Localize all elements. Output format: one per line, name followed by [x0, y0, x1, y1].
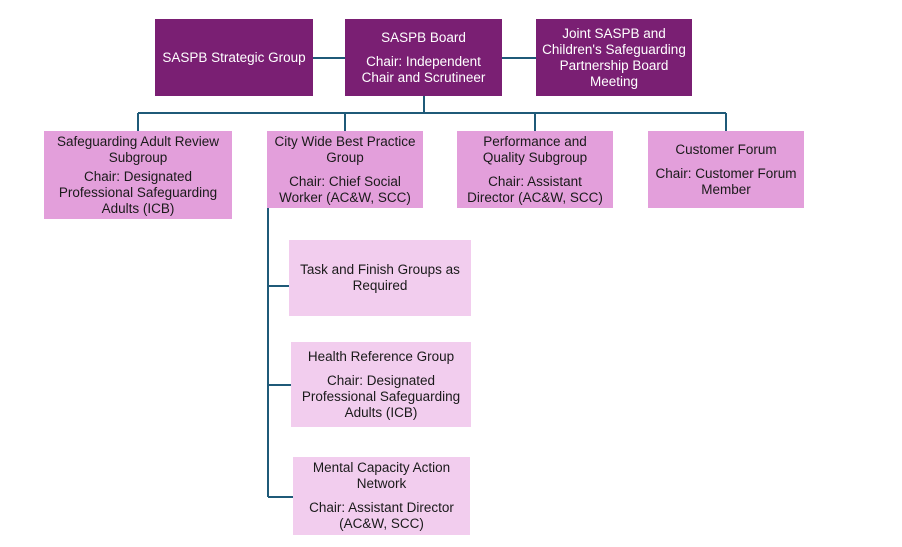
customer-forum-box: Customer Forum Chair: Customer Forum Mem…	[648, 131, 804, 208]
customer-forum-chair: Chair: Customer Forum Member	[655, 165, 797, 197]
performance-quality-chair: Chair: Assistant Director (AC&W, SCC)	[467, 174, 603, 205]
mental-capacity-chair: Chair: Assistant Director (AC&W, SCC)	[309, 500, 454, 531]
sar-subgroup-chair: Chair: Designated Professional Safeguard…	[58, 169, 218, 216]
health-reference-chair: Chair: Designated Professional Safeguard…	[301, 372, 461, 420]
customer-forum-title: Customer Forum	[675, 141, 777, 157]
sar-subgroup-box: Safeguarding Adult Review Subgroup Chair…	[44, 131, 232, 219]
joint-board-meeting-box: Joint SASPB and Children's Safeguarding …	[536, 19, 692, 96]
board-chair: Chair: Independent Chair and Scrutineer	[361, 53, 486, 85]
board-title: SASPB Board	[381, 29, 466, 45]
strategic-group-title: SASPB Strategic Group	[162, 49, 306, 65]
city-wide-title: City Wide Best Practice Group	[274, 134, 416, 165]
saspb-strategic-group-box: SASPB Strategic Group	[155, 19, 313, 96]
task-finish-title: Task and Finish Groups as Required	[300, 262, 460, 293]
health-reference-title: Health Reference Group	[307, 348, 455, 364]
performance-quality-box: Performance and Quality Subgroup Chair: …	[457, 131, 613, 208]
joint-meeting-title: Joint SASPB and Children's Safeguarding …	[542, 25, 686, 89]
task-finish-groups-box: Task and Finish Groups as Required	[289, 240, 471, 316]
mental-capacity-title: Mental Capacity Action Network	[312, 460, 451, 491]
city-wide-chair: Chair: Chief Social Worker (AC&W, SCC)	[279, 174, 411, 205]
saspb-board-box: SASPB Board Chair: Independent Chair and…	[345, 19, 502, 96]
performance-quality-title: Performance and Quality Subgroup	[482, 134, 588, 165]
city-wide-best-practice-box: City Wide Best Practice Group Chair: Chi…	[267, 131, 423, 208]
mental-capacity-network-box: Mental Capacity Action Network Chair: As…	[293, 457, 470, 535]
health-reference-group-box: Health Reference Group Chair: Designated…	[291, 342, 471, 427]
sar-subgroup-title: Safeguarding Adult Review Subgroup	[56, 134, 220, 165]
